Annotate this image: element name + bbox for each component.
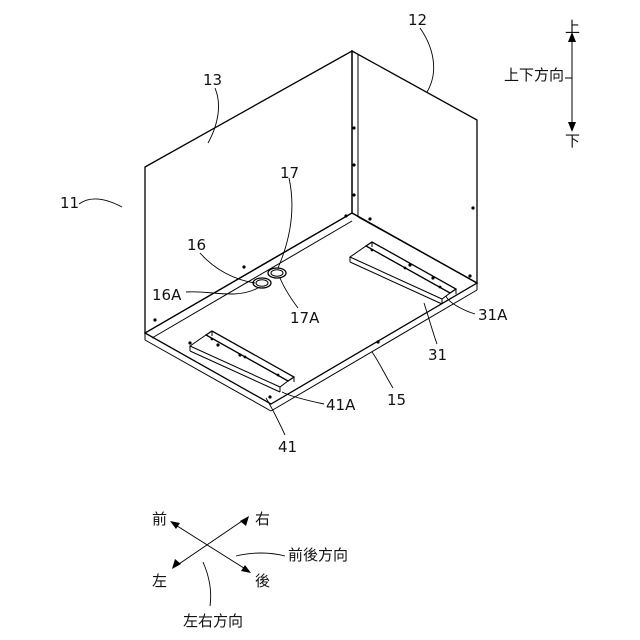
arrow-right-icon xyxy=(240,516,249,526)
arrow-back-icon xyxy=(241,565,251,573)
label-rail-left: 41 xyxy=(278,438,297,456)
label-rail-right-flange: 31A xyxy=(478,306,508,324)
arrow-front-icon xyxy=(170,521,180,529)
vertical-direction-indicator: 上 下 上下方向 xyxy=(504,18,580,150)
label-left: 左 xyxy=(152,572,167,590)
pipe-holes xyxy=(253,268,286,288)
label-rail-left-flange: 41A xyxy=(326,396,356,414)
rail-right xyxy=(350,242,456,304)
label-right-side-panel: 12 xyxy=(408,11,427,29)
label-left-right-caption: 左右方向 xyxy=(183,612,243,630)
label-rail-right: 31 xyxy=(428,346,447,364)
label-up: 上 xyxy=(565,18,580,36)
label-pipe-second-opening: 17A xyxy=(290,309,320,327)
arrow-down-icon xyxy=(568,122,576,132)
horizontal-direction-indicator: 前 右 左 後 前後方向 左右方向 xyxy=(152,510,348,630)
rail-left xyxy=(190,331,294,392)
label-front-back-caption: 前後方向 xyxy=(288,546,348,564)
screw-holes xyxy=(153,126,474,398)
reference-numerals: 11 12 13 16 16A 17 17A 15 31 31A 41 41A xyxy=(60,11,508,456)
label-bottom-panel: 15 xyxy=(387,391,406,409)
label-pipe: 16 xyxy=(187,236,206,254)
leader-lines xyxy=(79,28,475,435)
label-pipe-second: 17 xyxy=(280,164,299,182)
label-top-panel: 13 xyxy=(203,71,222,89)
label-housing: 11 xyxy=(60,194,79,212)
label-vertical-caption: 上下方向 xyxy=(504,66,564,84)
label-front: 前 xyxy=(152,510,167,528)
label-right: 右 xyxy=(255,510,270,528)
label-pipe-opening: 16A xyxy=(152,286,182,304)
arrow-left-icon xyxy=(172,559,181,569)
label-back: 後 xyxy=(255,572,270,590)
label-down: 下 xyxy=(565,132,580,150)
